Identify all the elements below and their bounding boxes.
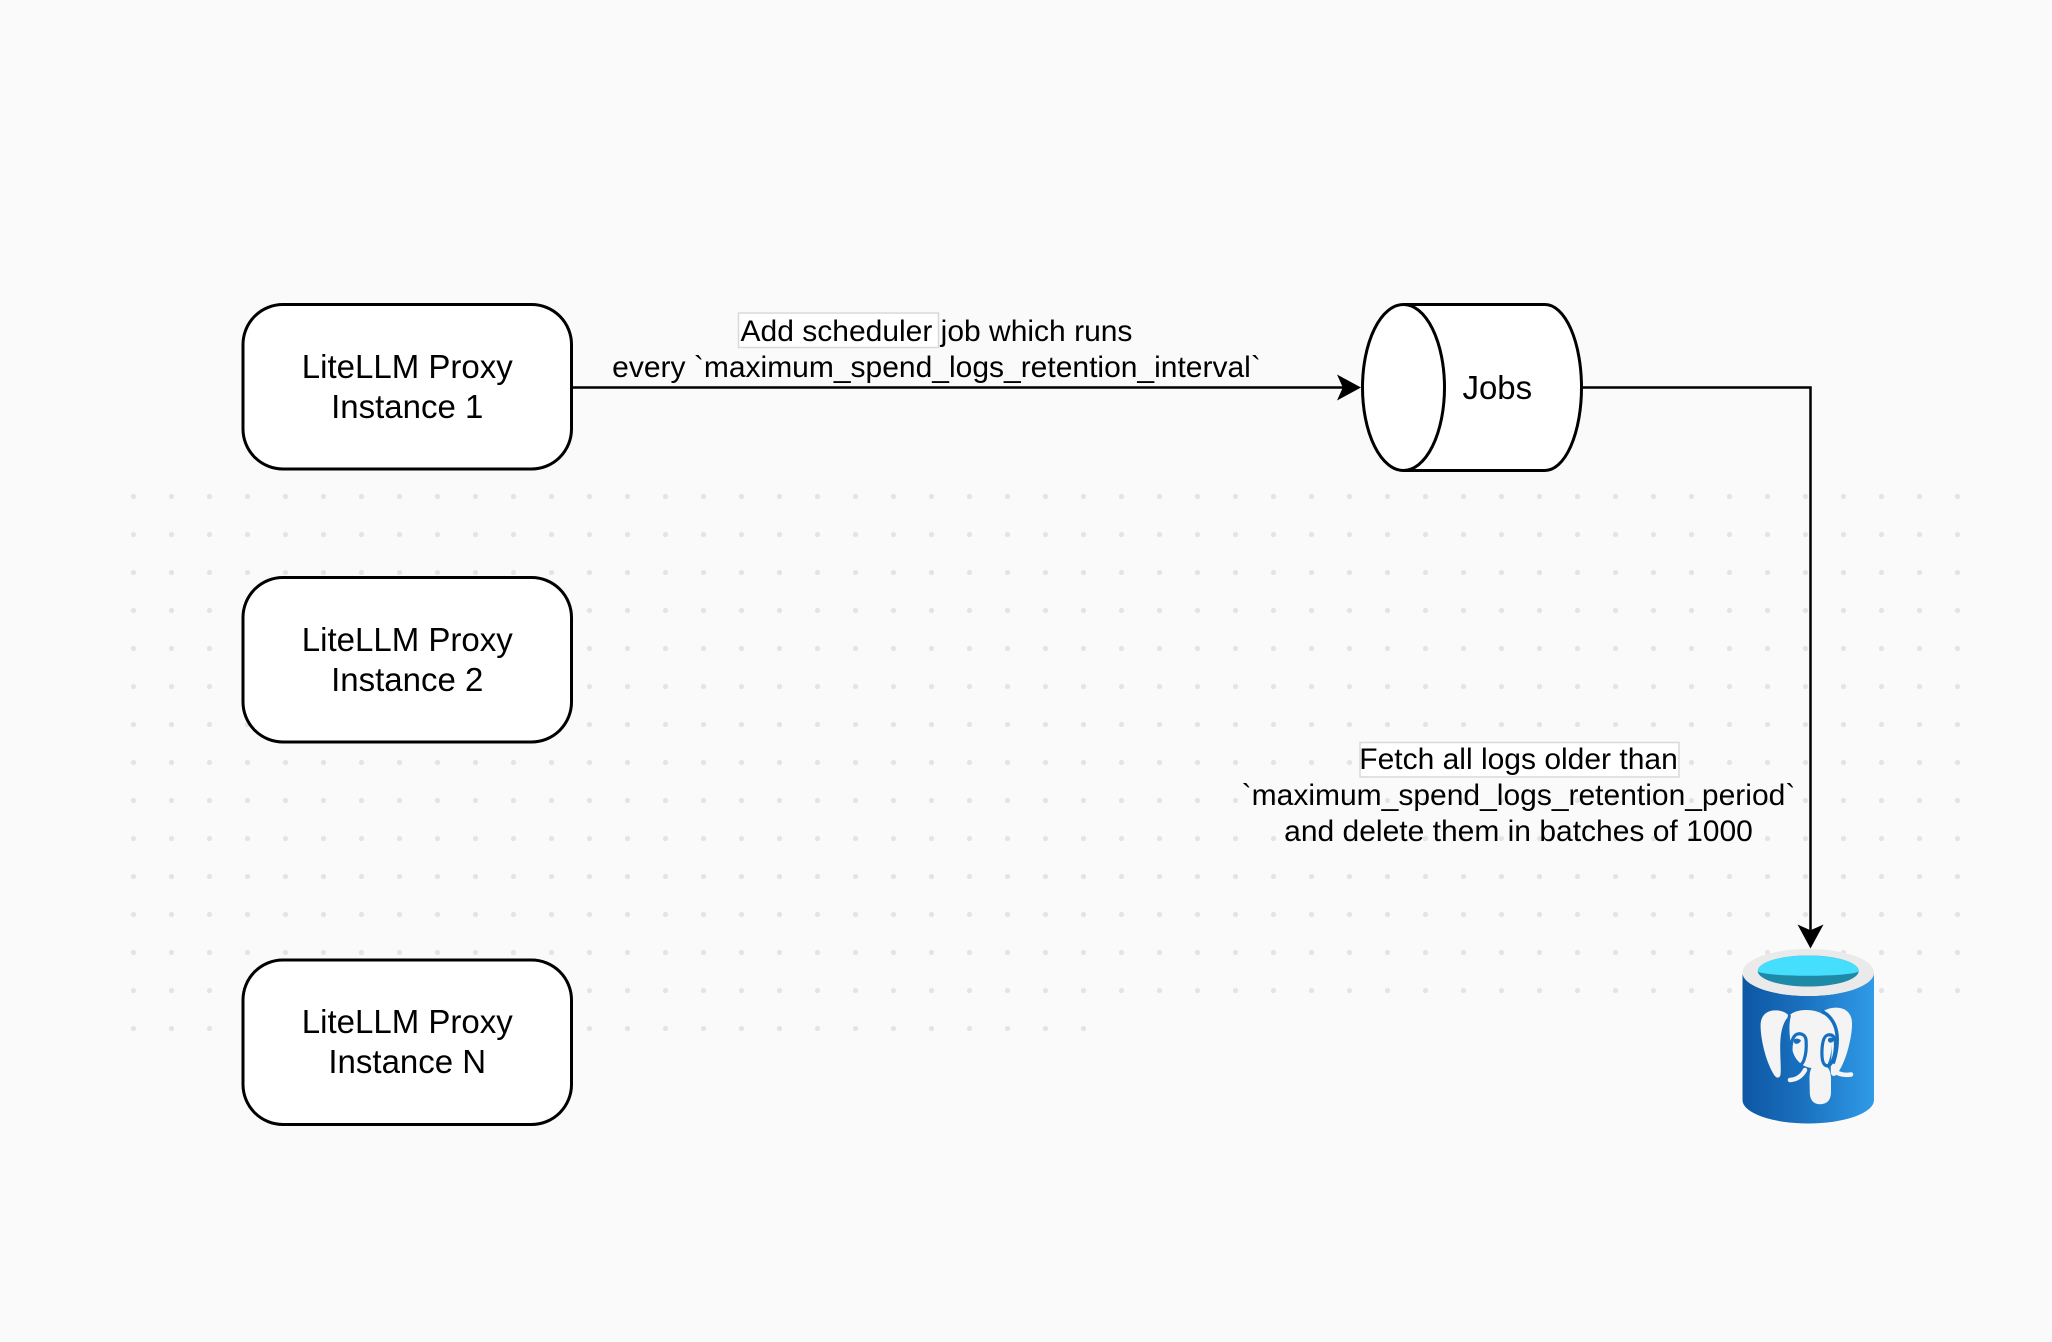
edge1-label-background [737, 312, 940, 349]
proxy-instance-1-box [241, 303, 573, 471]
pg-elephant-right-eye [1827, 1037, 1835, 1043]
jobs-cylinder-body [1360, 303, 1584, 472]
pg-elephant-left-crease [1786, 1014, 1798, 1063]
pg-elephant-right-eye-socket [1820, 1033, 1838, 1068]
edge2-label: Fetch all logs older than `maximum_spend… [1241, 742, 1796, 848]
pg-elephant-left-eye [1793, 1038, 1801, 1044]
edge1-label: Add scheduler job which runs every `maxi… [612, 314, 1261, 384]
edge-line [1581, 386, 1812, 931]
pg-elephant-right-tusk [1831, 1068, 1854, 1078]
pg-elephant-left-tusk [1787, 1067, 1808, 1083]
arrowhead-down-icon [1797, 924, 1824, 949]
proxy-instance-2-box [241, 576, 573, 744]
proxy-instance-n-label: LiteLLM Proxy Instance N [301, 1003, 513, 1081]
pg-opening-water [1757, 955, 1859, 976]
pg-elephant-logo-icon [1760, 1007, 1854, 1105]
proxy-instance-1-label: LiteLLM Proxy Instance 1 [301, 347, 513, 425]
jobs-cylinder [1360, 303, 1584, 472]
pg-elephant-left-ear [1760, 1010, 1789, 1078]
postgresql-database-icon [1742, 949, 1874, 1124]
jobs-cylinder-label: Jobs [1462, 368, 1533, 406]
edge-jobs-to-postgres [1581, 386, 1824, 949]
arrowhead-right-icon [1337, 374, 1361, 401]
proxy-instance-n-box [241, 958, 573, 1126]
edge-proxy1-to-jobs [573, 374, 1361, 401]
proxy-instance-2-label: LiteLLM Proxy Instance 2 [301, 620, 513, 698]
pg-elephant-left-eye-socket [1789, 1032, 1808, 1068]
jobs-cylinder-cap-edge [1403, 303, 1447, 472]
edge2-label-background [1359, 741, 1680, 778]
